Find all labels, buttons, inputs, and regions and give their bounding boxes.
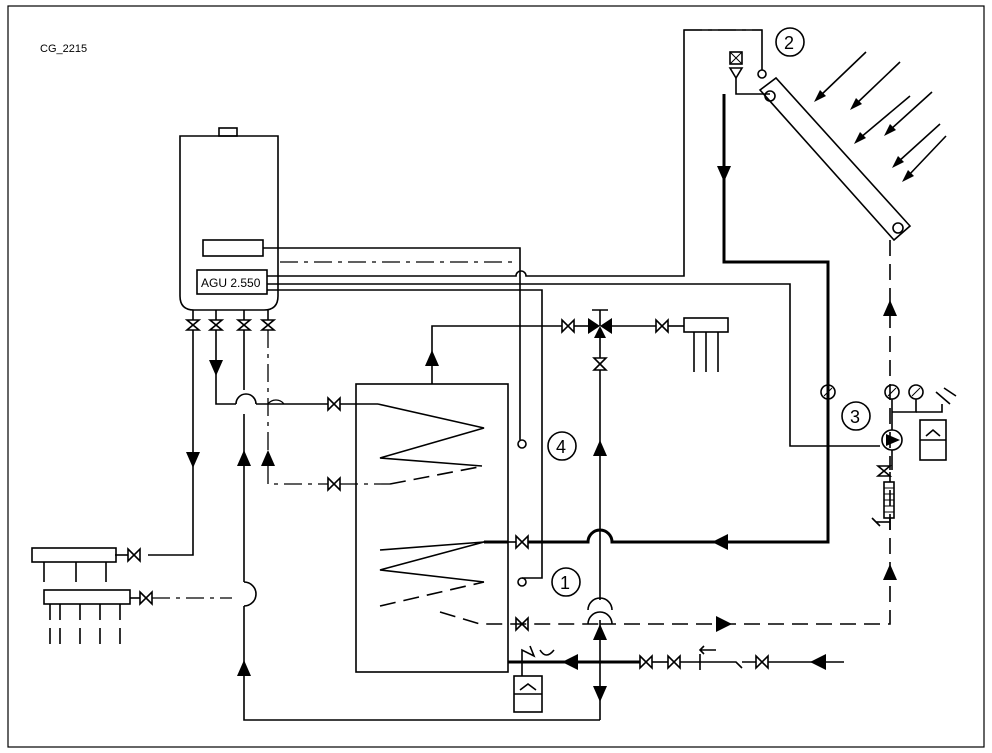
figure-id: CG_2215 <box>40 43 87 55</box>
diagram-frame <box>7 5 985 748</box>
storage-tank <box>355 383 600 673</box>
sun-rays <box>814 51 947 182</box>
boiler-unit: AGU 2.550 <box>179 127 279 311</box>
boiler-valves <box>184 310 277 331</box>
underfloor-heating <box>43 589 232 650</box>
controller-label: AGU 2.550 <box>201 276 261 290</box>
mixing-valve <box>588 309 684 600</box>
hot-water-manifold <box>683 317 729 372</box>
svg-text:4: 4 <box>556 437 566 457</box>
svg-text:3: 3 <box>850 407 860 427</box>
air-vent <box>728 51 770 95</box>
solar-pump-station <box>871 384 957 530</box>
solar-collector <box>757 69 912 242</box>
svg-text:1: 1 <box>560 573 570 593</box>
callout-3: 3 <box>841 401 871 431</box>
radiator <box>31 547 117 582</box>
callout-2: 2 <box>775 27 805 57</box>
svg-text:2: 2 <box>784 33 794 53</box>
controller-module <box>196 269 268 295</box>
callout-4: 4 <box>547 431 577 461</box>
callout-1: 1 <box>551 567 581 597</box>
boiler-display <box>202 239 264 257</box>
dhw-expansion-vessel <box>513 645 555 713</box>
